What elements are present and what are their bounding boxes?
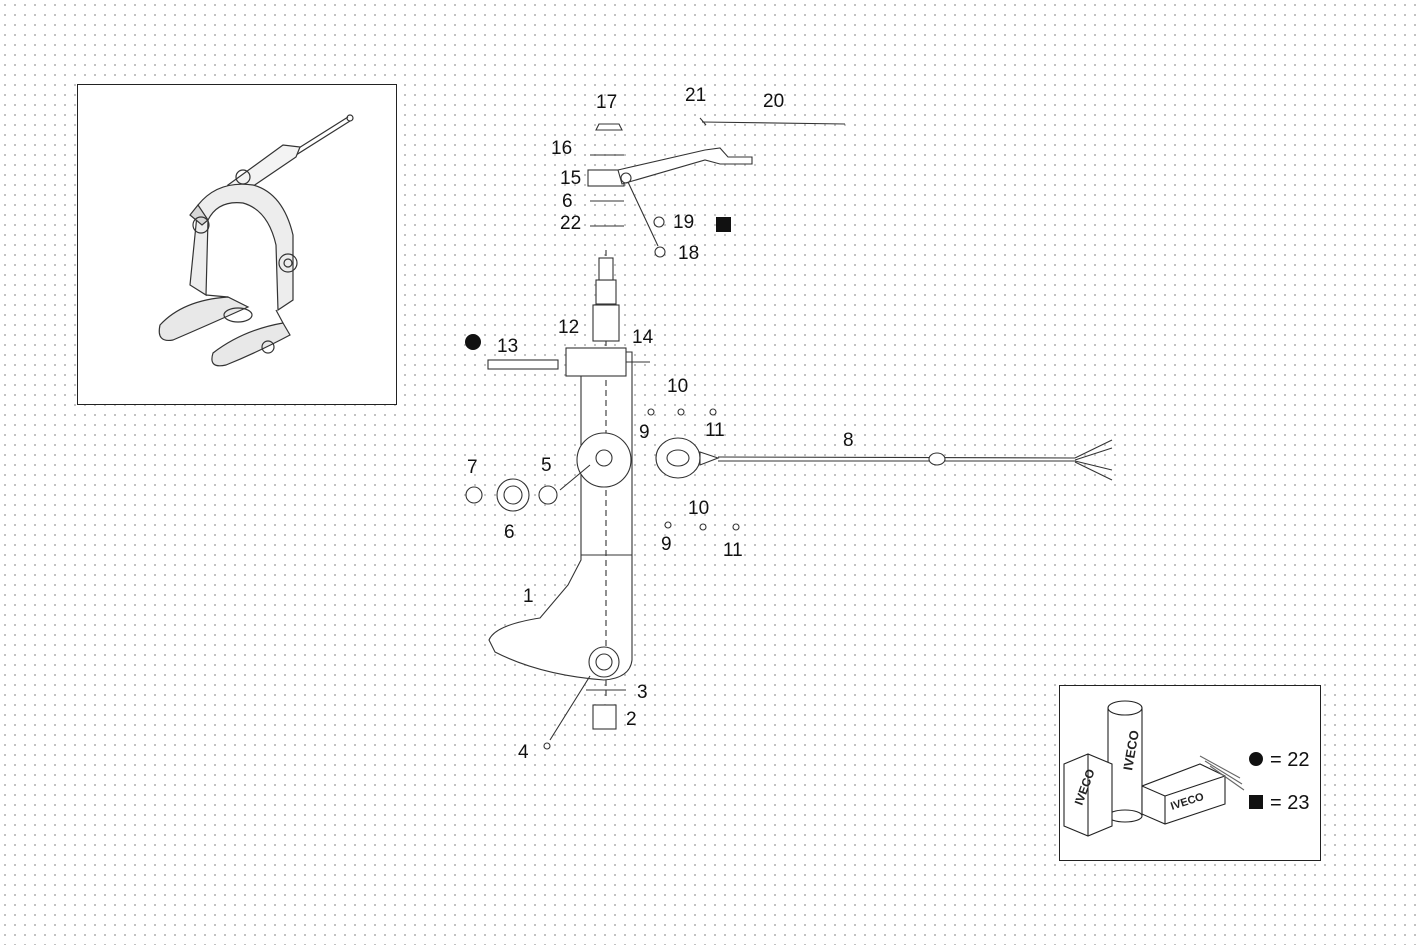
marker-square-19 <box>716 217 731 232</box>
adjuster-12 <box>592 304 620 342</box>
part-label-7: 7 <box>467 457 478 478</box>
bushing-2 <box>592 704 617 730</box>
part-label-16: 16 <box>551 138 572 159</box>
part-label-4: 4 <box>518 742 529 763</box>
brand-cylinder-text: IVECO <box>1120 729 1142 771</box>
part-label-15: 15 <box>560 168 581 189</box>
actuating-lever <box>617 147 753 185</box>
legend-circle-text: = 22 <box>1270 749 1309 771</box>
legend-circle-marker <box>1249 752 1263 766</box>
ring-5 <box>538 485 558 505</box>
part-label-11-lower: 11 <box>723 540 743 561</box>
part-label-18: 18 <box>678 243 699 264</box>
part-label-9-lower: 9 <box>661 534 672 555</box>
iveco-parts-packaging-illustration: IVECO IVECO IVECO = 22 = 23 <box>1063 700 1309 837</box>
overview-brake-assembly-illustration <box>158 114 354 367</box>
part-label-5: 5 <box>541 455 552 476</box>
part-label-9-upper: 9 <box>639 422 650 443</box>
part-label-17: 17 <box>596 92 617 113</box>
pivot-disc <box>576 432 632 488</box>
part-label-8: 8 <box>843 430 854 451</box>
part-label-10-upper: 10 <box>667 376 688 397</box>
part-label-3: 3 <box>637 682 648 703</box>
part-label-12: 12 <box>558 317 579 338</box>
lower-pivot <box>588 646 620 678</box>
washer-6 <box>496 478 530 512</box>
part-label-2: 2 <box>626 709 637 730</box>
part-label-6-upper: 6 <box>562 191 573 212</box>
part-label-14: 14 <box>632 327 654 348</box>
legend-square-text: = 23 <box>1270 792 1309 814</box>
nut-18 <box>654 246 666 258</box>
part-label-22: 22 <box>560 213 581 234</box>
clamp-head <box>565 347 627 377</box>
part-label-6-lower: 6 <box>504 522 515 543</box>
bolt-13 <box>487 359 559 370</box>
marker-circle-13 <box>465 334 481 350</box>
part-label-10-lower: 10 <box>688 498 709 519</box>
part-label-20: 20 <box>763 91 784 112</box>
part-label-13: 13 <box>497 336 518 357</box>
brake-arm-body <box>488 351 633 681</box>
nut-19 <box>653 216 665 228</box>
ring-7 <box>465 486 483 504</box>
part-label-19: 19 <box>673 212 694 233</box>
part-17-nut <box>595 123 623 131</box>
legend-square-marker <box>1249 795 1263 809</box>
cable-clamp <box>655 437 701 479</box>
part-label-1: 1 <box>523 586 534 607</box>
part-label-21: 21 <box>685 85 706 106</box>
part-label-11-upper: 11 <box>705 420 725 441</box>
overview-image-frame <box>77 84 397 405</box>
cable-8 <box>717 456 1076 459</box>
legend-box: IVECO IVECO IVECO = 22 = 23 <box>1059 685 1321 861</box>
rod-20 <box>701 121 846 125</box>
